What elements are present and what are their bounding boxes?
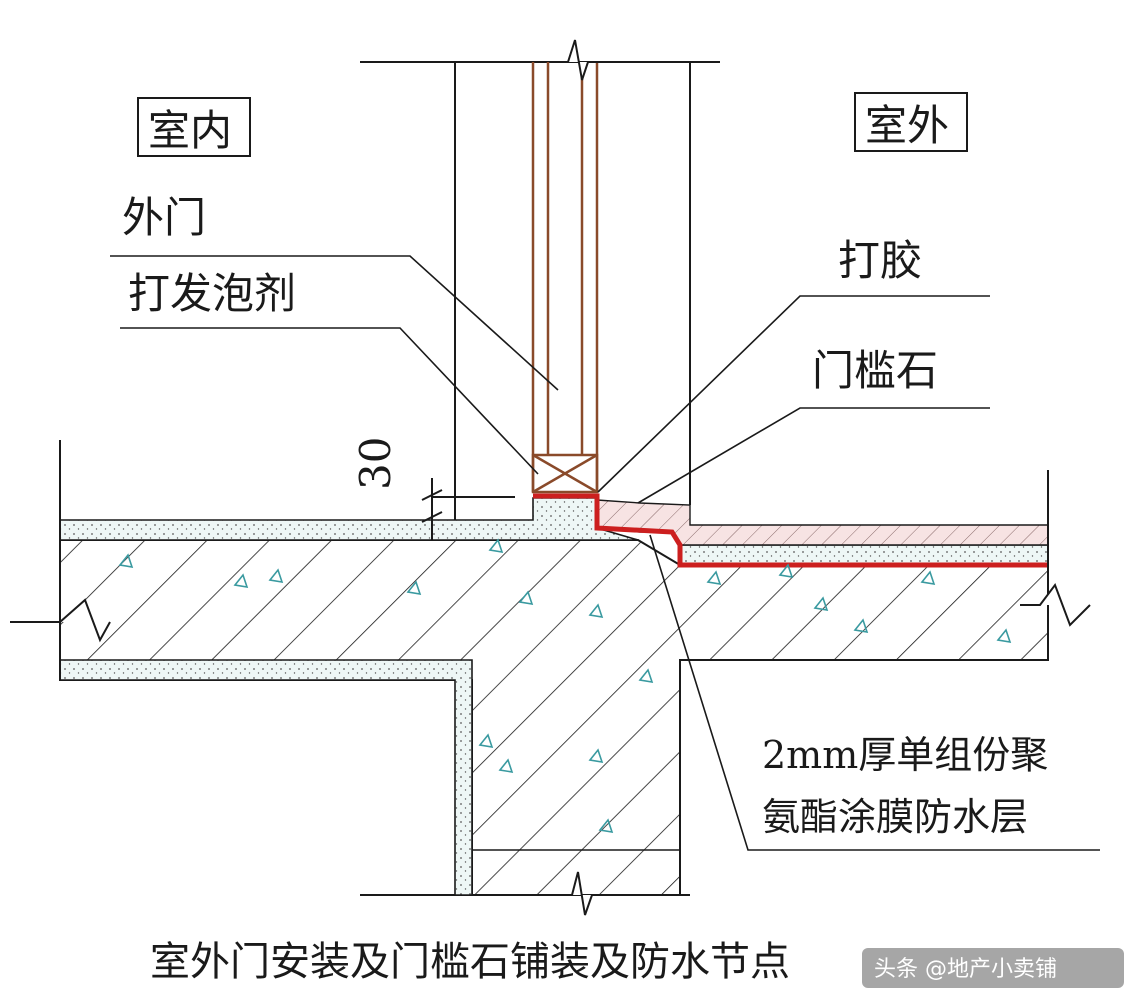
dimension-marker: [421, 478, 515, 540]
outer-door-label: 外门: [122, 193, 206, 242]
aggregate-marks: [118, 538, 1012, 834]
bottom-break-symbol: [560, 871, 605, 916]
left-break-symbol: [10, 440, 111, 680]
indoor-label-box: [137, 97, 251, 157]
top-break-symbol: [558, 39, 600, 81]
drawing-caption: 室外门安装及门槛石铺装及防水节点: [150, 939, 790, 985]
door-frame: [531, 62, 599, 494]
concrete-slab: [59, 539, 1049, 896]
watermark-backdrop: [862, 948, 1124, 988]
membrane-label-line1: 2mm厚单组份聚: [762, 733, 1048, 777]
right-break-symbol: [1020, 470, 1091, 660]
indoor-screed: [59, 497, 639, 541]
plaster-layer: [59, 659, 473, 896]
outdoor-label-box: [854, 92, 968, 152]
threshold-stone: [596, 499, 1049, 546]
outdoor-label: 室外: [865, 101, 949, 150]
dimension-label: 30: [351, 437, 400, 490]
foam-label: 打发泡剂: [128, 269, 296, 318]
membrane-label-line2: 氨酯涂膜防水层: [762, 795, 1028, 839]
waterproof-membrane: [533, 493, 1048, 568]
sealant-label: 打胶: [838, 236, 922, 285]
leader-lines: [110, 255, 1100, 851]
outdoor-screed: [679, 544, 1049, 566]
watermark: 头条 @地产小卖铺: [874, 957, 1057, 982]
indoor-label: 室内: [148, 106, 232, 155]
threshold-label: 门槛石: [812, 346, 938, 395]
